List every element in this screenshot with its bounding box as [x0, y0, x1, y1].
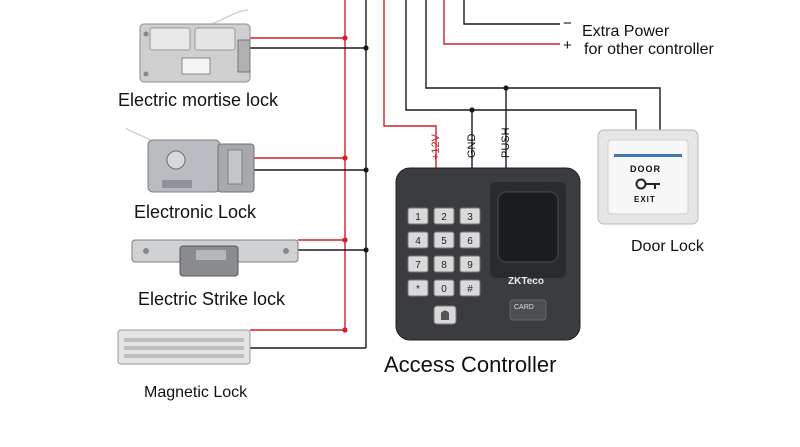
keypad-key-label: 7	[415, 260, 421, 271]
push-junction	[503, 85, 509, 91]
keypad-key-label: 2	[441, 212, 447, 223]
door-lock-label: Door Lock	[631, 238, 704, 255]
extra-power-label: Extra Power	[582, 23, 670, 40]
keypad-key[interactable]	[433, 231, 455, 249]
keypad-key-label: 3	[467, 212, 473, 223]
keypad-key-label: 1	[415, 212, 421, 223]
mortise-lock-device	[139, 9, 251, 83]
door-button-wire-a	[425, 0, 661, 130]
keypad-key[interactable]	[433, 279, 455, 297]
door-button-wire-b	[405, 0, 637, 130]
keypad-key[interactable]	[459, 207, 481, 225]
v12-wire	[383, 0, 437, 168]
keypad-key[interactable]	[459, 279, 481, 297]
keypad-key[interactable]	[407, 255, 429, 273]
keypad-key[interactable]	[459, 231, 481, 249]
strike-lock-device	[131, 239, 299, 277]
electronic-lock-label: Electronic Lock	[134, 202, 257, 222]
mortise-red-junction	[342, 35, 348, 41]
magnetic-red-junction	[342, 327, 348, 333]
mortise-lock-label: Electric mortise lock	[118, 90, 279, 110]
brand-logo-text: ZKTeco	[508, 276, 544, 287]
extra-power-sub-label: for other controller	[584, 41, 714, 58]
electronic-lock-device	[125, 127, 255, 193]
v12-terminal-label: +12V	[430, 134, 442, 160]
keypad-key[interactable]	[459, 255, 481, 273]
keypad-key-label: *	[416, 284, 420, 295]
door-exit-button[interactable]	[597, 129, 699, 225]
keypad-key-label: 5	[441, 236, 447, 247]
gnd-junction	[469, 107, 475, 113]
strike-lock-label: Electric Strike lock	[138, 289, 286, 309]
mortise-black-junction	[363, 45, 369, 51]
minus-sign: −	[563, 15, 572, 32]
gnd-terminal-label: GND	[466, 133, 478, 158]
access-controller-device	[395, 167, 581, 341]
keypad-key[interactable]	[407, 231, 429, 249]
electronic-red-junction	[342, 155, 348, 161]
access-controller-label: Access Controller	[384, 352, 557, 377]
keypad: 1 2 3 4 5 6 7 8 9 * 0 #	[407, 207, 481, 297]
push-terminal-label: PUSH	[500, 127, 512, 158]
magnetic-lock-label: Magnetic Lock	[144, 384, 248, 401]
keypad-key-label: 6	[467, 236, 473, 247]
keypad-key[interactable]	[407, 279, 429, 297]
keypad-key-label: 8	[441, 260, 447, 271]
keypad-key[interactable]	[433, 255, 455, 273]
magnetic-lock-device	[117, 329, 251, 365]
card-reader-text: CARD	[514, 304, 534, 311]
extra-power-negative-wire	[463, 0, 560, 25]
plus-sign: +	[563, 37, 572, 54]
electronic-black-junction	[363, 167, 369, 173]
door-button-bottom-text: EXIT	[634, 195, 656, 204]
door-button-top-text: DOOR	[630, 164, 661, 174]
keypad-key-label: #	[467, 284, 473, 295]
keypad-key-label: 9	[467, 260, 473, 271]
strike-black-junction	[363, 247, 369, 253]
extra-power-positive-wire	[443, 0, 560, 45]
keypad-key-label: 4	[415, 236, 421, 247]
keypad-key-label: 0	[441, 284, 447, 295]
keypad-key[interactable]	[433, 207, 455, 225]
strike-red-junction	[342, 237, 348, 243]
keypad-key[interactable]	[407, 207, 429, 225]
